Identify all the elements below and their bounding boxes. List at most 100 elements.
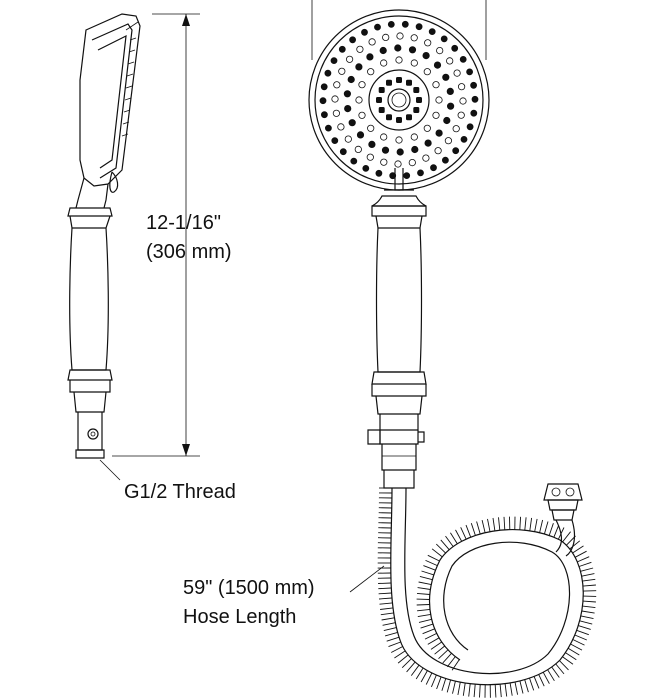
nozzle [408, 159, 416, 167]
hose-rib [562, 531, 571, 543]
hose-length-label: 59" (1500 mm) [183, 577, 315, 599]
nozzle [441, 156, 449, 164]
nozzle [470, 81, 478, 89]
hose-rib [562, 656, 574, 665]
hose-rib [572, 545, 584, 554]
hose-rib [417, 608, 431, 612]
nozzle [460, 135, 468, 143]
nozzle [471, 95, 479, 103]
nozzle [367, 68, 375, 76]
hose-rib [416, 604, 430, 606]
hose-rib [419, 575, 433, 581]
hose-rib [383, 627, 397, 632]
nozzle [332, 109, 340, 117]
hose-rib [431, 548, 443, 558]
hose-rib [529, 517, 533, 531]
nozzle [415, 23, 423, 31]
hose-rib [519, 680, 524, 694]
hose-rib [499, 684, 502, 698]
hose-rib [534, 518, 538, 532]
nozzle [423, 68, 431, 76]
hose-rib [442, 652, 452, 664]
spray-nozzles [319, 20, 479, 180]
hose-rib [580, 615, 594, 620]
nozzle [356, 45, 364, 53]
nozzle [435, 96, 443, 104]
center-nozzle [396, 77, 402, 83]
nozzle [320, 83, 328, 91]
nozzle [433, 61, 442, 69]
nozzle [382, 33, 390, 42]
nozzle [381, 146, 390, 154]
hose-rib [567, 647, 580, 656]
center-nozzle [396, 117, 402, 123]
hose-rib [423, 565, 436, 571]
nozzle [356, 131, 365, 139]
center-nozzle [406, 114, 412, 121]
hose-rib [450, 532, 458, 545]
nozzle [354, 145, 362, 153]
hose-rib [578, 561, 592, 567]
nozzle [375, 169, 383, 177]
hose-rib [422, 628, 435, 635]
hose-rib [503, 516, 506, 530]
center-nozzle [378, 87, 385, 93]
nozzle [401, 20, 409, 28]
hose-rib [519, 516, 522, 530]
nozzle [443, 116, 451, 125]
nozzle [333, 81, 341, 89]
center-nozzle [413, 107, 420, 113]
nozzle [435, 129, 443, 137]
hose-rib [406, 661, 416, 673]
nozzle [347, 75, 355, 84]
nozzle [442, 73, 450, 81]
hose-rib [390, 646, 403, 653]
nozzle [408, 46, 417, 54]
hose-rib [514, 681, 519, 695]
nozzle [444, 137, 452, 145]
nozzle [320, 111, 328, 119]
nozzle [395, 136, 403, 144]
nozzle [367, 124, 375, 132]
nozzle [434, 147, 442, 155]
nozzle [446, 87, 454, 96]
hose-rib [578, 625, 591, 630]
hose-rib [487, 518, 491, 532]
hose-rib [418, 618, 432, 623]
nozzle [330, 57, 338, 64]
nozzle [331, 95, 339, 103]
hose-rib [417, 587, 431, 590]
hose-rib [572, 639, 585, 646]
nozzle [350, 157, 358, 165]
nozzle [430, 164, 437, 172]
front-view-handshower [308, 0, 490, 489]
nozzle [440, 35, 448, 43]
nozzle [344, 105, 352, 113]
nozzle [410, 133, 418, 141]
hose-rib [378, 587, 392, 590]
nozzle [380, 133, 388, 141]
hose-rib [509, 682, 513, 696]
nozzle [374, 23, 381, 31]
hose-rib [570, 643, 583, 651]
hose-rib [460, 527, 467, 540]
nozzle [324, 124, 332, 132]
nozzle [446, 57, 454, 65]
nozzle [410, 59, 418, 67]
nozzle [380, 59, 388, 67]
nozzle [345, 55, 354, 63]
nozzle [452, 125, 460, 133]
hose-rib [504, 683, 508, 697]
hose-rib [380, 607, 394, 610]
hose-rib [479, 684, 481, 698]
hose-rib [569, 540, 581, 550]
nozzle [452, 147, 460, 155]
nozzle [324, 69, 332, 77]
hose-rib [435, 543, 446, 554]
nozzle [422, 154, 430, 162]
hose-rib [462, 682, 466, 696]
hose-rib [576, 629, 589, 636]
hose-rib [582, 584, 596, 587]
height-label-metric: (306 mm) [146, 241, 232, 263]
nozzle [417, 169, 424, 177]
